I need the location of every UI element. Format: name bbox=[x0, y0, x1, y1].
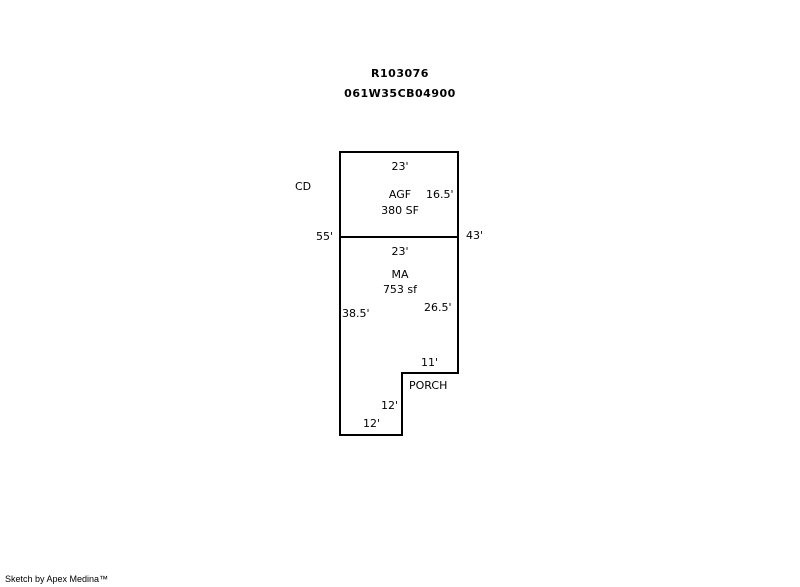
sketch-credit: Sketch by Apex Medina™ bbox=[5, 574, 109, 584]
corner-label: CD bbox=[295, 180, 312, 193]
porch-depth-dimension: 12' bbox=[381, 399, 399, 412]
agf-area-size: 380 SF bbox=[381, 204, 419, 217]
agf-top-dimension: 23' bbox=[391, 160, 409, 173]
ma-area-name: MA bbox=[391, 268, 409, 281]
porch-area-name: PORCH bbox=[409, 379, 448, 392]
ma-right-dimension: 26.5' bbox=[424, 301, 452, 314]
ma-area-size: 753 sf bbox=[382, 283, 418, 296]
ma-left-dimension: 38.5' bbox=[342, 307, 370, 320]
parcel-id: R103076 bbox=[371, 67, 429, 80]
agf-right-dimension: 16.5' bbox=[426, 188, 454, 201]
agf-area-name: AGF bbox=[388, 188, 412, 201]
building-outline bbox=[339, 151, 459, 436]
bottom-dimension: 12' bbox=[363, 417, 381, 430]
map-number: 061W35CB04900 bbox=[344, 87, 456, 100]
ma-top-dimension: 23' bbox=[391, 245, 409, 258]
right-total-dimension: 43' bbox=[466, 229, 484, 242]
porch-width-dimension: 11' bbox=[421, 356, 439, 369]
left-total-dimension: 55' bbox=[316, 230, 334, 243]
